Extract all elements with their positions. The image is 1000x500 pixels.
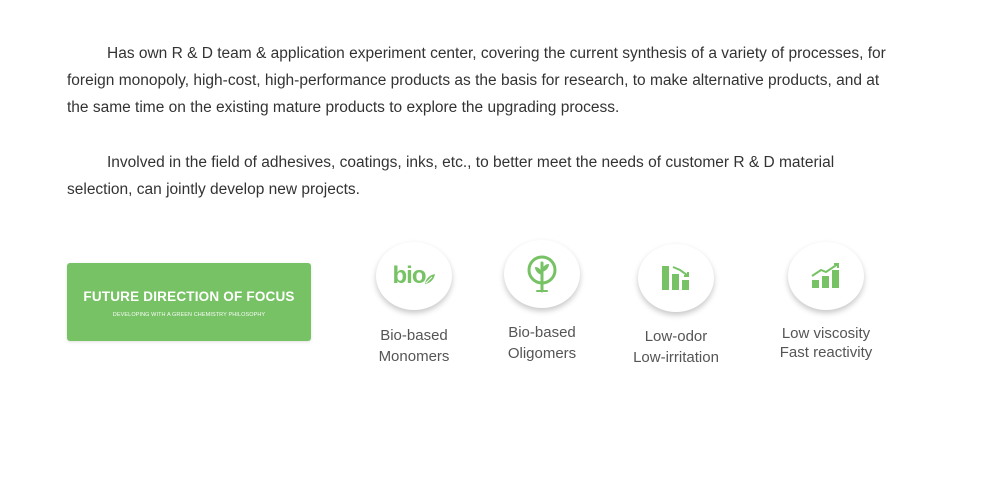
feature-icon-circle (504, 240, 580, 308)
feature-icon-circle (638, 244, 714, 312)
intro-paragraph-1: Has own R & D team & application experim… (67, 45, 886, 116)
focus-banner-title: FUTURE DIRECTION OF FOCUS (83, 288, 295, 304)
feature-low-viscosity: Low viscosity Fast reactivity (751, 242, 901, 362)
feature-bio-based-oligomers: Bio-based Oligomers (467, 240, 617, 364)
feature-label: Low viscosity Fast reactivity (751, 324, 901, 362)
feature-label: Low-odor Low-irritation (601, 326, 751, 368)
feature-bio-based-monomers: bio Bio-based Monomers (339, 242, 489, 367)
feature-low-odor: Low-odor Low-irritation (601, 244, 751, 368)
feature-label-line-2: Low-irritation (633, 349, 719, 366)
feature-label: Bio-based Monomers (339, 325, 489, 367)
feature-label-line-1: Bio-based (508, 324, 576, 341)
feature-label-line-2: Fast reactivity (779, 344, 873, 361)
bio-icon-text: bio (392, 262, 427, 289)
feature-label-line-1: Low-odor (644, 328, 708, 345)
feature-icon-circle: bio (376, 242, 452, 310)
focus-banner-subtitle: DEVELOPING WITH A GREEN CHEMISTRY PHILOS… (112, 311, 266, 318)
feature-label-line-2: Monomers (378, 348, 450, 365)
decreasing-bars-icon (662, 266, 689, 290)
tree-icon (527, 255, 557, 293)
feature-label-line-1: Bio-based (380, 327, 448, 344)
feature-label-line-2: Oligomers (507, 345, 577, 362)
feature-label-line-1: Low viscosity (781, 325, 871, 342)
feature-icon-circle (788, 242, 864, 310)
future-focus-banner: FUTURE DIRECTION OF FOCUS DEVELOPING WIT… (67, 263, 311, 341)
intro-text: Has own R & D team & application experim… (67, 40, 897, 203)
increasing-bars-icon (811, 263, 839, 288)
bio-leaf-icon: bio (393, 262, 436, 290)
feature-label: Bio-based Oligomers (467, 322, 617, 364)
intro-paragraph-2: Involved in the field of adhesives, coat… (67, 154, 835, 198)
